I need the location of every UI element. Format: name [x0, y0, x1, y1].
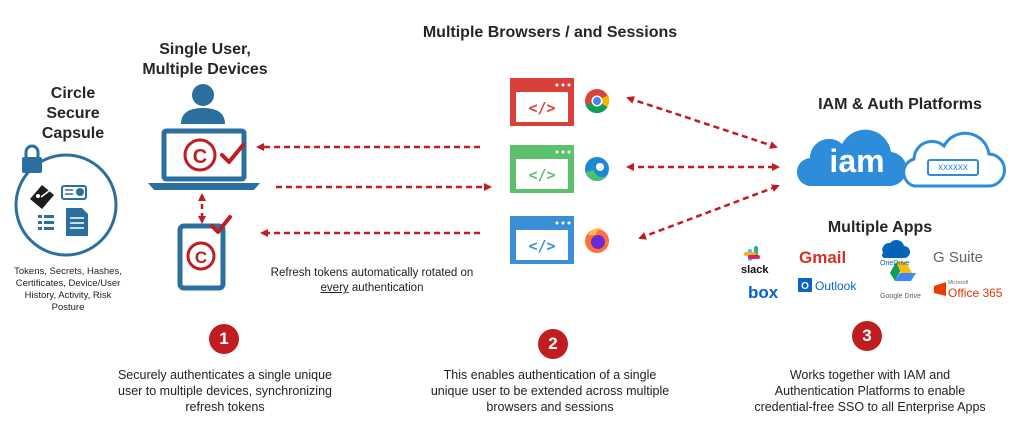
step-text-line: credential-free SSO to all Enterprise Ap… — [754, 400, 986, 414]
svg-text:C: C — [195, 248, 207, 267]
box-label: box — [748, 283, 779, 302]
refresh-caption: Refresh tokens automatically rotated on … — [262, 266, 482, 296]
svg-text:C: C — [193, 146, 207, 168]
slack-icon — [744, 246, 760, 261]
slack-label: slack — [741, 264, 769, 276]
onedrive-icon — [882, 239, 910, 258]
iam-cloud-label: iam — [829, 143, 885, 179]
password-cloud-icon — [902, 131, 1006, 188]
browser-code-label: </> — [528, 99, 555, 117]
list-icon — [38, 215, 54, 230]
phone-icon: C — [177, 215, 232, 291]
step-text-line: Authentication Platforms to enable — [774, 384, 966, 398]
key-tag-icon — [30, 185, 54, 209]
gsuite-label: G Suite — [933, 249, 984, 266]
capsule-title: Circle Secure Capsule — [18, 84, 128, 144]
step-text-line: Securely authenticates a single unique — [117, 368, 333, 382]
outlook-icon: O — [798, 278, 812, 292]
office-icon — [934, 282, 946, 296]
google-drive-label: Google Drive — [880, 293, 921, 300]
capsule-caption-line: Posture — [51, 302, 85, 313]
refresh-caption-line1: Refresh tokens automatically rotated on — [270, 267, 474, 279]
capsule-caption: Tokens, Secrets, Hashes, Certificates, D… — [6, 266, 130, 314]
gmail-label: Gmail — [799, 248, 847, 267]
iam-arrow-bottom — [638, 184, 780, 240]
user-title: Single User, Multiple Devices — [130, 40, 280, 80]
outlook-label: Outlook — [815, 279, 857, 293]
onedrive-label: OneDrive — [880, 260, 910, 267]
password-mask: xxxxxx — [938, 162, 968, 173]
office-small-label: Microsoft — [948, 280, 969, 286]
certificate-icon — [61, 185, 87, 200]
browser-window-green: </> — [510, 145, 574, 193]
svg-text:O: O — [801, 281, 809, 292]
lock-icon — [22, 144, 42, 173]
office-label: Office 365 — [948, 286, 1003, 300]
firefox-icon — [585, 228, 609, 253]
step-text-line: user to multiple devices, synchronizing — [118, 384, 332, 398]
capsule-caption-line: Tokens, Secrets, Hashes, — [14, 266, 122, 277]
step-text-3: Works together with IAM and Authenticati… — [740, 367, 1000, 415]
step-badge-1: 1 — [209, 324, 239, 354]
iam-arrow-top — [626, 96, 778, 149]
capsule-caption-line: Certificates, Device/User — [15, 278, 121, 289]
user-title-line: Multiple Devices — [142, 61, 268, 78]
browser-code-label: </> — [528, 166, 555, 184]
iam-title: IAM & Auth Platforms — [818, 96, 982, 113]
refresh-caption-rest: authentication — [348, 282, 424, 294]
capsule-title-line: Circle — [50, 85, 96, 102]
browser-code-label: </> — [528, 237, 555, 255]
google-drive-icon — [890, 262, 916, 281]
secure-capsule — [14, 144, 118, 257]
capsule-caption-line: History, Activity, Risk — [24, 290, 112, 301]
step-text-2: This enables authentication of a single … — [420, 367, 680, 415]
capsule-title-line: Capsule — [41, 125, 105, 142]
step-text-line: This enables authentication of a single — [443, 368, 657, 382]
step-text-line: refresh tokens — [185, 400, 265, 414]
user-title-line: Single User, — [159, 41, 251, 58]
browser-window-red: </> — [510, 78, 574, 126]
step-badge-3: 3 — [852, 321, 882, 351]
browser-window-blue: </> — [510, 216, 574, 264]
step-text-line: Works together with IAM and — [789, 368, 951, 382]
user-icon — [181, 84, 225, 124]
step-text-line: browsers and sessions — [486, 400, 614, 414]
edge-icon — [585, 157, 609, 181]
iam-cloud-icon — [796, 129, 907, 187]
laptop-icon: C — [148, 128, 260, 190]
chrome-icon — [585, 89, 610, 114]
apps-title: Multiple Apps — [827, 219, 933, 236]
capsule-title-line: Secure — [46, 105, 100, 122]
refresh-caption-emphasis: every — [320, 282, 349, 294]
refresh-caption-line2: every authentication — [262, 281, 482, 296]
document-icon — [66, 208, 88, 236]
main-title: Multiple Browsers / and Sessions — [422, 24, 678, 41]
step-badge-2: 2 — [538, 329, 568, 359]
step-text-line: unique user to be extended across multip… — [430, 384, 670, 398]
step-text-1: Securely authenticates a single unique u… — [100, 367, 350, 415]
